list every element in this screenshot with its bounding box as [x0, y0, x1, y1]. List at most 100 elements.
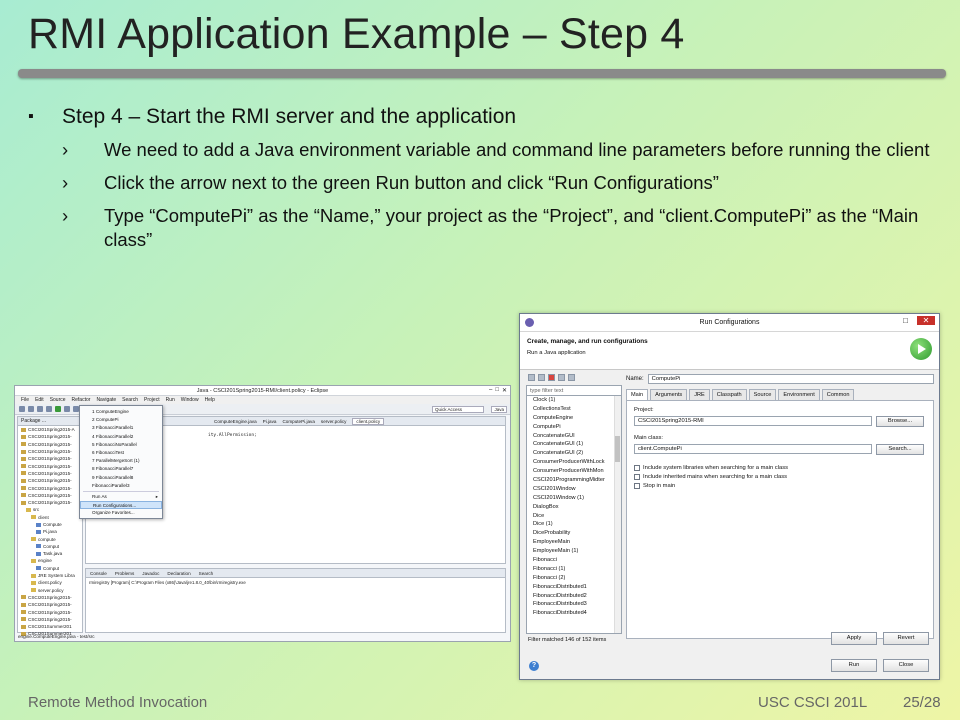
tab-main[interactable]: Main [626, 389, 649, 400]
config-list-item[interactable]: FibonacciDistributed4 [533, 610, 587, 617]
tab-computeengine[interactable]: ComputeEngine.java [214, 418, 257, 424]
tab-problems[interactable]: Problems [114, 570, 135, 576]
config-list-item[interactable]: EmployeeMain (1) [533, 548, 579, 555]
run-history-item[interactable]: 9 FibonacciParallel8 [92, 474, 134, 480]
delete-config-icon[interactable] [548, 373, 555, 381]
debug-icon[interactable] [46, 406, 52, 412]
close-icon[interactable]: ✕ [501, 388, 507, 394]
config-list-item[interactable]: CSCI201Window (1) [533, 494, 584, 501]
run-history-item[interactable]: 3 FibonacciParallel1 [92, 425, 134, 431]
checkbox-stop-in-main[interactable]: Stop in main [634, 481, 926, 490]
tree-item[interactable]: Comput [18, 565, 82, 572]
apply-button[interactable]: Apply [831, 632, 877, 645]
config-list-item[interactable]: FibonacciDistributed1 [533, 583, 587, 590]
menu-help[interactable]: Help [204, 397, 215, 403]
tree-item[interactable]: Pi.java [18, 528, 82, 535]
close-button[interactable]: Close [883, 659, 929, 672]
tab-common[interactable]: Common [821, 389, 855, 400]
tab-declaration[interactable]: Declaration [167, 570, 191, 576]
search-button[interactable]: Search... [876, 443, 924, 455]
quick-access-input[interactable]: Quick Access [432, 406, 484, 413]
tree-item[interactable]: Comput [18, 543, 82, 550]
run-history-item[interactable]: 4 FibonacciParallel2 [92, 433, 134, 439]
config-list-item[interactable]: Clock (1) [533, 397, 556, 403]
menu-item-run-configurations[interactable]: Run Configurations... [80, 501, 162, 510]
tab-source[interactable]: Source [748, 389, 777, 400]
checkbox[interactable] [634, 482, 640, 489]
tree-item[interactable]: CSCI201Spring2015- [18, 477, 82, 484]
filter-input[interactable]: type filter text [526, 385, 622, 396]
tab-client-policy[interactable]: client.policy [352, 417, 385, 425]
menu-window[interactable]: Window [180, 397, 199, 403]
tree-item[interactable]: server.policy [18, 587, 82, 594]
filter-icon[interactable] [568, 373, 575, 381]
tree-item[interactable]: CSCI201Summer201 [18, 623, 82, 630]
config-scrollbar[interactable] [614, 396, 621, 633]
save-icon[interactable] [28, 406, 34, 412]
tree-item[interactable]: JRE System Libra [18, 572, 82, 579]
tree-item[interactable]: Task.java [18, 550, 82, 557]
tab-classpath[interactable]: Classpath [711, 389, 747, 400]
menu-run[interactable]: Run [165, 397, 175, 403]
menu-navigate[interactable]: Navigate [96, 397, 117, 403]
tab-arguments[interactable]: Arguments [650, 389, 688, 400]
checkbox[interactable] [634, 473, 640, 480]
external-tools-icon[interactable] [73, 406, 79, 412]
run-history-item[interactable]: 1 ComputeEngine [92, 409, 129, 414]
run-history-item[interactable]: FibonacciParallel3 [92, 482, 130, 488]
java-perspective-button[interactable]: Java [491, 406, 507, 413]
config-list-item[interactable]: Dice [533, 512, 545, 519]
tree-item[interactable]: engine [18, 557, 82, 564]
menu-source[interactable]: Source [49, 397, 66, 403]
tab-jre[interactable]: JRE [689, 389, 710, 400]
config-list-item[interactable]: Fibonacci (2) [533, 574, 566, 581]
menu-item-organize-favorites[interactable]: Organize Favorites... [80, 509, 162, 517]
config-list-item[interactable]: ComputePi [533, 423, 561, 430]
duplicate-config-icon[interactable] [538, 373, 545, 381]
config-list-item[interactable]: ConcatenateGUI (2) [533, 450, 584, 457]
menu-project[interactable]: Project [144, 397, 160, 403]
maximize-icon[interactable]: □ [903, 316, 908, 325]
tree-item[interactable]: src [18, 506, 82, 513]
browse-button[interactable]: Browse... [876, 415, 924, 427]
tree-item[interactable]: CSCI201Spring2015- [18, 462, 82, 469]
config-list-item[interactable]: EmployeeMain [533, 539, 570, 546]
tree-item[interactable]: CSCI201Summer201 [18, 630, 82, 637]
run-history-item[interactable]: 7 ParallelMergeSort (1) [92, 458, 140, 464]
help-icon[interactable]: ? [529, 661, 539, 671]
tab-search[interactable]: Search [198, 570, 214, 576]
tree-item[interactable]: Compute [18, 521, 82, 528]
checkbox[interactable] [634, 464, 640, 471]
tab-server-policy[interactable]: server.policy [320, 418, 347, 424]
config-list-item[interactable]: DiceProbability [533, 530, 571, 537]
tree-item[interactable]: CSCI201Spring2015- [18, 608, 82, 615]
config-list-item[interactable]: ComputeEngine [533, 414, 574, 421]
close-icon[interactable]: ✕ [917, 316, 935, 325]
run-icon[interactable] [55, 406, 61, 412]
config-list-item[interactable]: Dice (1) [533, 521, 553, 528]
tree-item[interactable]: CSCI201Spring2015- [18, 455, 82, 462]
name-input[interactable]: ComputePi [647, 374, 934, 384]
new-icon[interactable] [19, 406, 25, 412]
run-history-item[interactable]: 6 FibonacciTest [92, 449, 124, 455]
config-list-item[interactable]: ConcatenateGUI [533, 432, 575, 439]
config-list-item[interactable]: FibonacciDistributed3 [533, 601, 587, 608]
tree-item[interactable]: client [18, 514, 82, 521]
config-list-item[interactable]: ConcatenateGUI (1) [533, 441, 584, 448]
scrollbar-thumb[interactable] [615, 436, 620, 462]
revert-button[interactable]: Revert [883, 632, 929, 645]
menu-item-run-as[interactable]: Run As ▸ [80, 493, 162, 501]
tree-item[interactable]: client.policy [18, 579, 82, 586]
minimize-icon[interactable]: – [489, 387, 493, 393]
config-list-item[interactable]: CSCI201ProgrammingMidter [533, 477, 605, 484]
config-list-item[interactable]: ConsumerProducerWithLock [533, 459, 605, 466]
menu-file[interactable]: File [21, 397, 30, 403]
config-list-item[interactable]: CollectionsTest [533, 405, 571, 412]
config-list-item[interactable]: CSCI201Window [533, 485, 576, 492]
package-explorer-tab[interactable]: Package ... [18, 417, 82, 426]
new-config-icon[interactable] [528, 373, 535, 381]
run-button[interactable]: Run [831, 659, 877, 672]
tree-item[interactable]: CSCI201Spring2015- [18, 470, 82, 477]
tree-item[interactable]: CSCI201Spring2015-A [18, 426, 82, 433]
main-class-input[interactable]: client.ComputePi [634, 444, 872, 454]
